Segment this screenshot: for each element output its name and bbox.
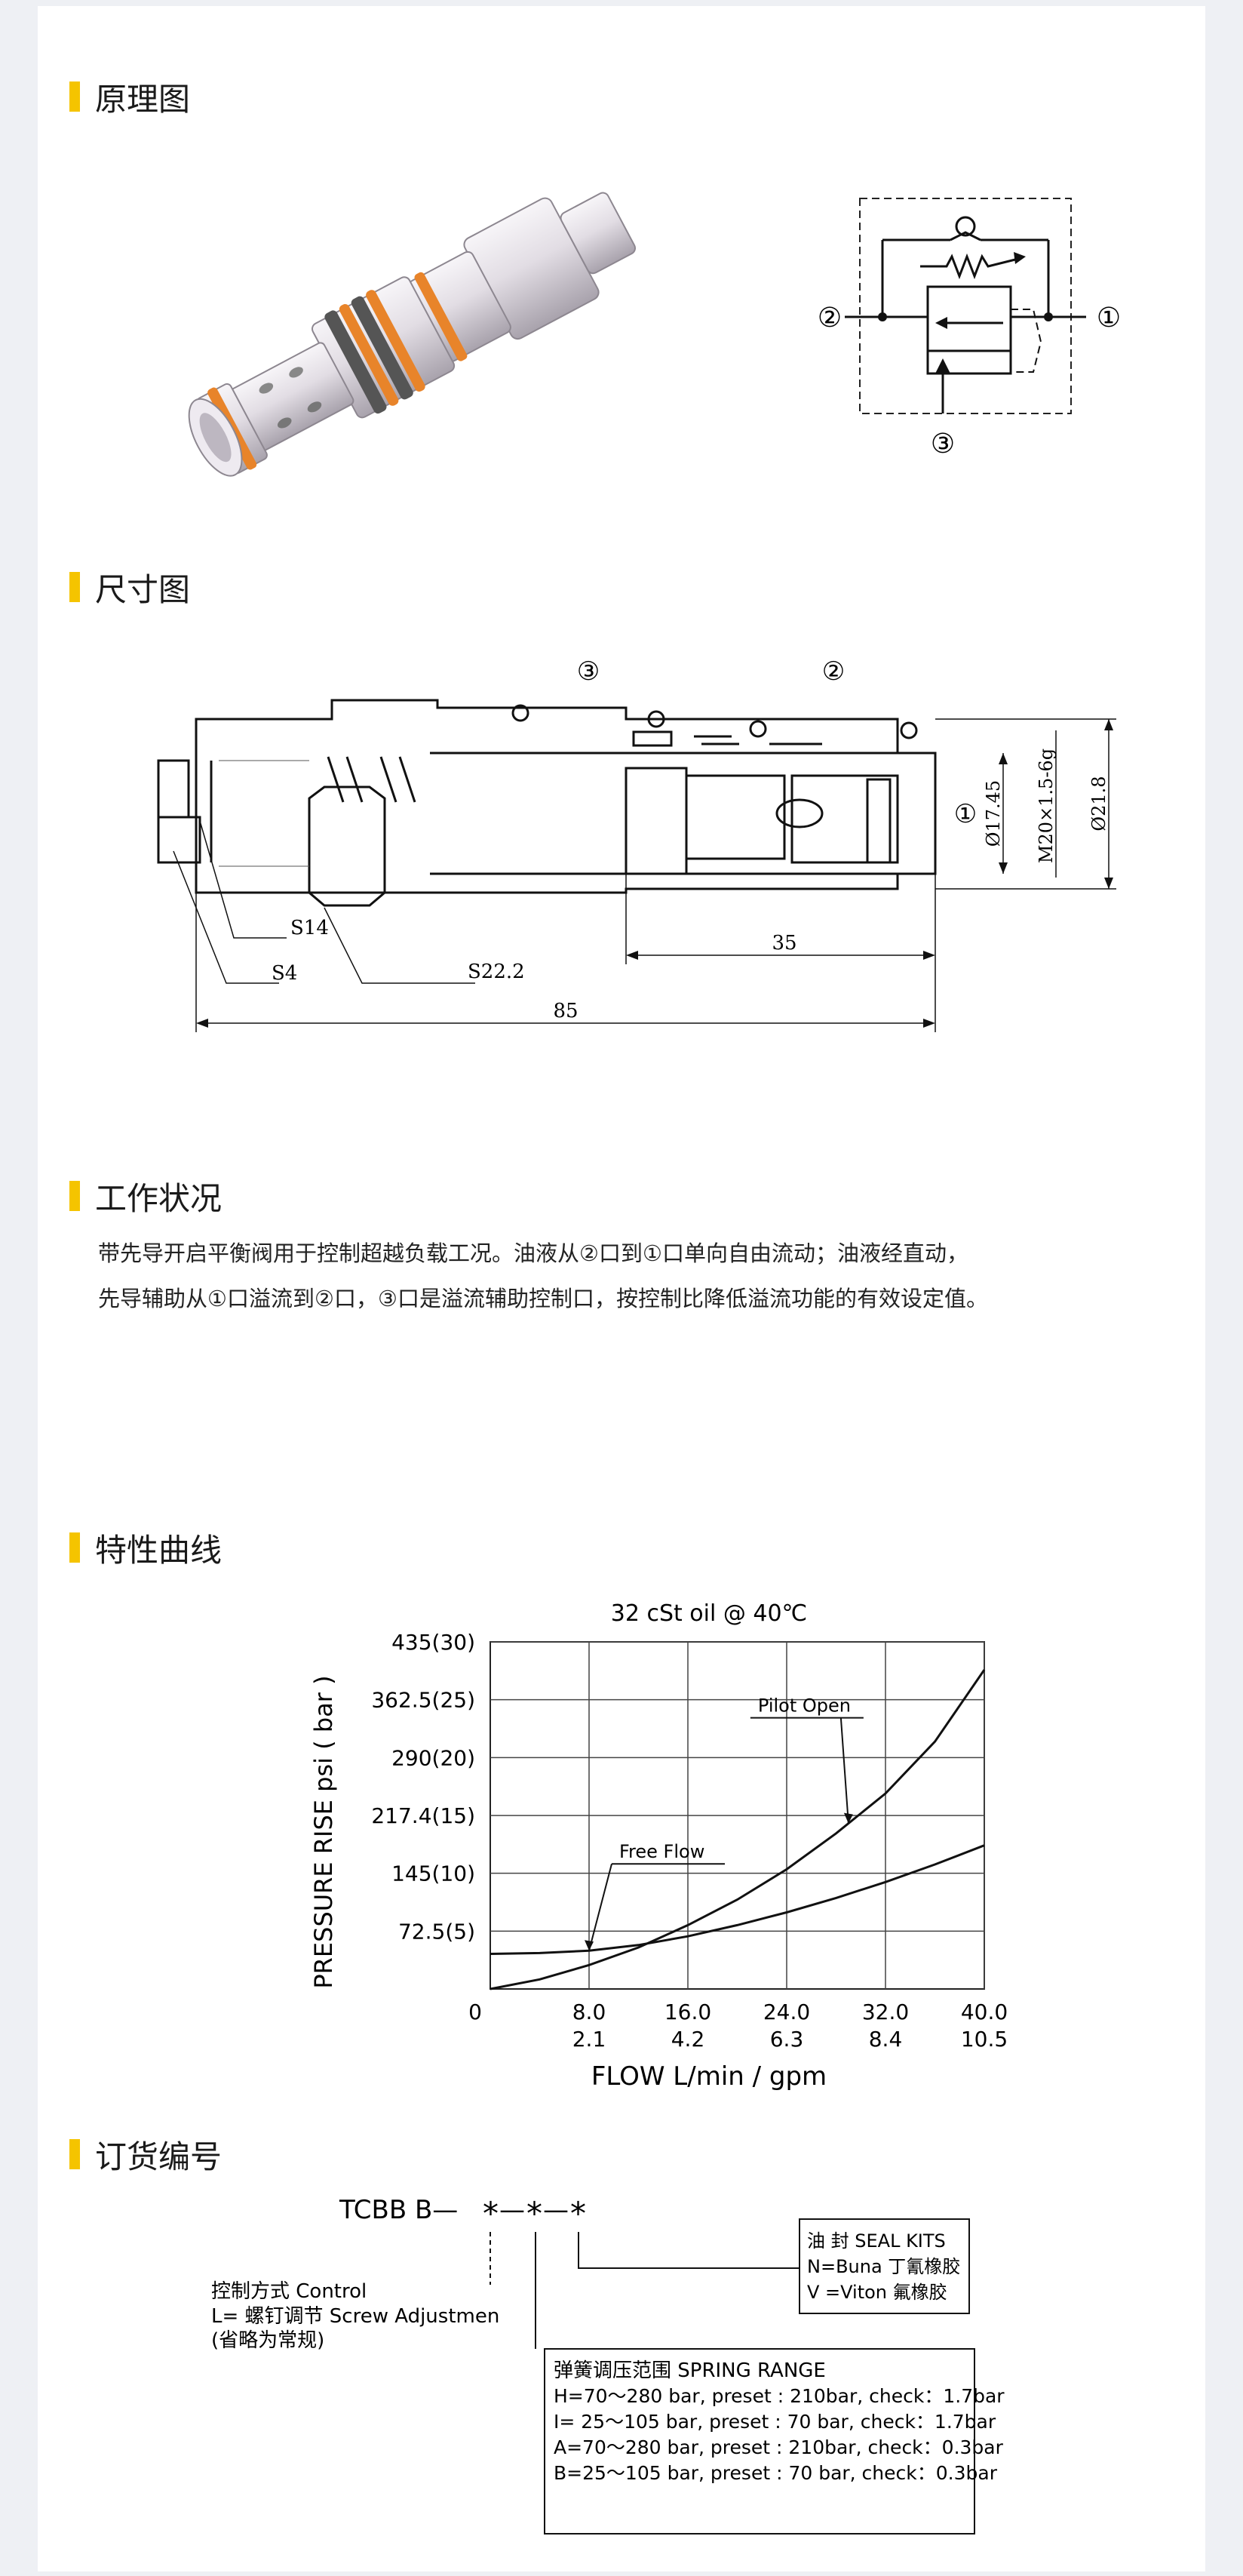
order-star-1: * <box>483 2195 499 2232</box>
dim-port-3: ③ <box>577 656 600 687</box>
control-line-2: L= 螺钉调节 Screw Adjustmen <box>211 2305 499 2328</box>
spring-line-5: B=25～105 bar, preset : 70 bar, check：0.3… <box>554 2462 998 2484</box>
hydraulic-schematic: ② ① ③ <box>818 198 1121 460</box>
order-dash-1: — <box>499 2195 525 2225</box>
section-title-dimension: 尺寸图 <box>69 568 190 608</box>
section-title-text: 工作状况 <box>95 1179 223 1217</box>
control-line-3: (省略为常规) <box>211 2329 324 2352</box>
cartridge-valve-image <box>188 192 637 477</box>
section-marker <box>69 572 80 602</box>
chart-series-pilot-open <box>490 1669 986 1990</box>
chart-annotation-label: Pilot Open <box>758 1695 851 1717</box>
schematic-port-1: ① <box>1097 303 1121 334</box>
seal-line-2: N=Buna 丁氰橡胶 <box>807 2256 960 2277</box>
dim-port-2: ② <box>822 656 845 687</box>
section-title-text: 订货编号 <box>95 2138 223 2175</box>
seal-line-1: 油 封 SEAL KITS <box>807 2230 946 2252</box>
order-dash-2: — <box>543 2195 569 2225</box>
spring-line-4: A=70～280 bar, preset : 210bar, check：0.3… <box>554 2436 1004 2458</box>
dim-d218: Ø21.8 <box>1088 776 1109 831</box>
seal-line-3: V =Viton 氟橡胶 <box>807 2282 947 2303</box>
section-marker <box>69 2139 80 2169</box>
chart-x-tick-sub-label: 4.2 <box>671 2027 705 2052</box>
spring-line-3: I= 25～105 bar, preset : 70 bar, check：1.… <box>554 2411 996 2433</box>
section-marker <box>69 1181 80 1211</box>
schematic-port-3: ③ <box>931 429 955 460</box>
chart-y-tick-label: 72.5(5) <box>398 1919 475 1944</box>
spring-line-1: 弹簧调压范围 SPRING RANGE <box>554 2359 826 2382</box>
chart-annotation-leader <box>588 1863 612 1951</box>
section-title-principle: 原理图 <box>69 78 190 118</box>
section-title-curve: 特性曲线 <box>69 1529 222 1569</box>
schematic-port-2: ② <box>818 303 842 334</box>
chart-title: 32 cSt oil @ 40℃ <box>611 1600 808 1627</box>
chart-x-tick-sub-label: 8.4 <box>869 2027 903 2052</box>
chart-x-tick-sub-label: 6.3 <box>770 2027 804 2052</box>
chart-x-tick-label: 32.0 <box>862 2000 909 2024</box>
chart-x-tick-label: 40.0 <box>961 2000 1008 2024</box>
dim-85: 85 <box>553 1000 578 1022</box>
chart-x-tick-label: 8.0 <box>572 2000 606 2024</box>
chart-x-tick-label: 16.0 <box>664 2000 711 2024</box>
section-marker <box>69 1532 80 1563</box>
spring-line-2: H=70～280 bar, preset : 210bar, check：1.7… <box>554 2385 1005 2407</box>
chart-x-tick-sub-label: 2.1 <box>572 2027 606 2052</box>
chart-annotation-arrowhead <box>843 1812 853 1824</box>
dimension-drawing: ③ ② ① S14 S4 S22.2 35 85 Ø17.45 M20×1.5-… <box>157 656 1116 1032</box>
chart-y-tick-label: 145(10) <box>391 1861 475 1886</box>
dim-35: 35 <box>772 932 796 954</box>
chart-x-axis-label: FLOW L/min / gpm <box>591 2061 827 2092</box>
order-code-diagram: TCBB B— * — * — * 控制方式 Control L= 螺钉调节 S… <box>211 2195 1005 2535</box>
dim-s14: S14 <box>290 917 329 939</box>
chart-x-origin-label: 0 <box>468 2000 482 2024</box>
section-title-text: 原理图 <box>95 80 191 118</box>
chart-y-tick-label: 290(20) <box>391 1745 475 1770</box>
product-page: 原理图 <box>38 6 1205 2571</box>
chart-annotation-label: Free Flow <box>619 1841 704 1862</box>
pressure-flow-chart: 32 cSt oil @ 40℃ PRESSURE RISE psi ( bar… <box>309 1600 1008 2092</box>
chart-annotation-arrowhead <box>585 1940 594 1951</box>
chart-series-free-flow <box>490 1844 985 1955</box>
chart-y-axis-label: PRESSURE RISE psi ( bar ) <box>309 1675 338 1988</box>
chart-y-tick-label: 217.4(15) <box>371 1803 475 1828</box>
dim-d1745: Ø17.45 <box>983 780 1004 847</box>
order-star-2: * <box>526 2195 542 2232</box>
dim-thread: M20×1.5-6g <box>1036 749 1057 863</box>
chart-x-tick-sub-label: 10.5 <box>961 2027 1008 2052</box>
control-line-1: 控制方式 Control <box>211 2280 367 2303</box>
chart-y-tick-label: 435(30) <box>391 1630 475 1655</box>
chart-annotation-leader <box>839 1717 849 1824</box>
section-title-order: 订货编号 <box>69 2135 222 2175</box>
section-marker <box>69 81 80 112</box>
dim-port-1: ① <box>954 799 977 829</box>
dim-s22: S22.2 <box>468 961 525 983</box>
section-title-text: 特性曲线 <box>95 1531 223 1569</box>
chart-y-tick-label: 362.5(25) <box>371 1688 475 1713</box>
order-code-prefix: TCBB B— <box>339 2195 458 2225</box>
section-title-working: 工作状况 <box>69 1177 222 1217</box>
dim-s4: S4 <box>272 962 297 985</box>
chart-x-tick-label: 24.0 <box>763 2000 810 2024</box>
section-title-text: 尺寸图 <box>95 570 191 608</box>
working-desc-line-2: 先导辅助从①口溢流到②口，③口是溢流辅助控制口，按控制比降低溢流功能的有效设定值… <box>98 1286 988 1311</box>
working-desc-line-1: 带先导开启平衡阀用于控制超越负载工况。油液从②口到①口单向自由流动；油液经直动， <box>98 1240 968 1266</box>
order-star-3: * <box>570 2195 586 2232</box>
